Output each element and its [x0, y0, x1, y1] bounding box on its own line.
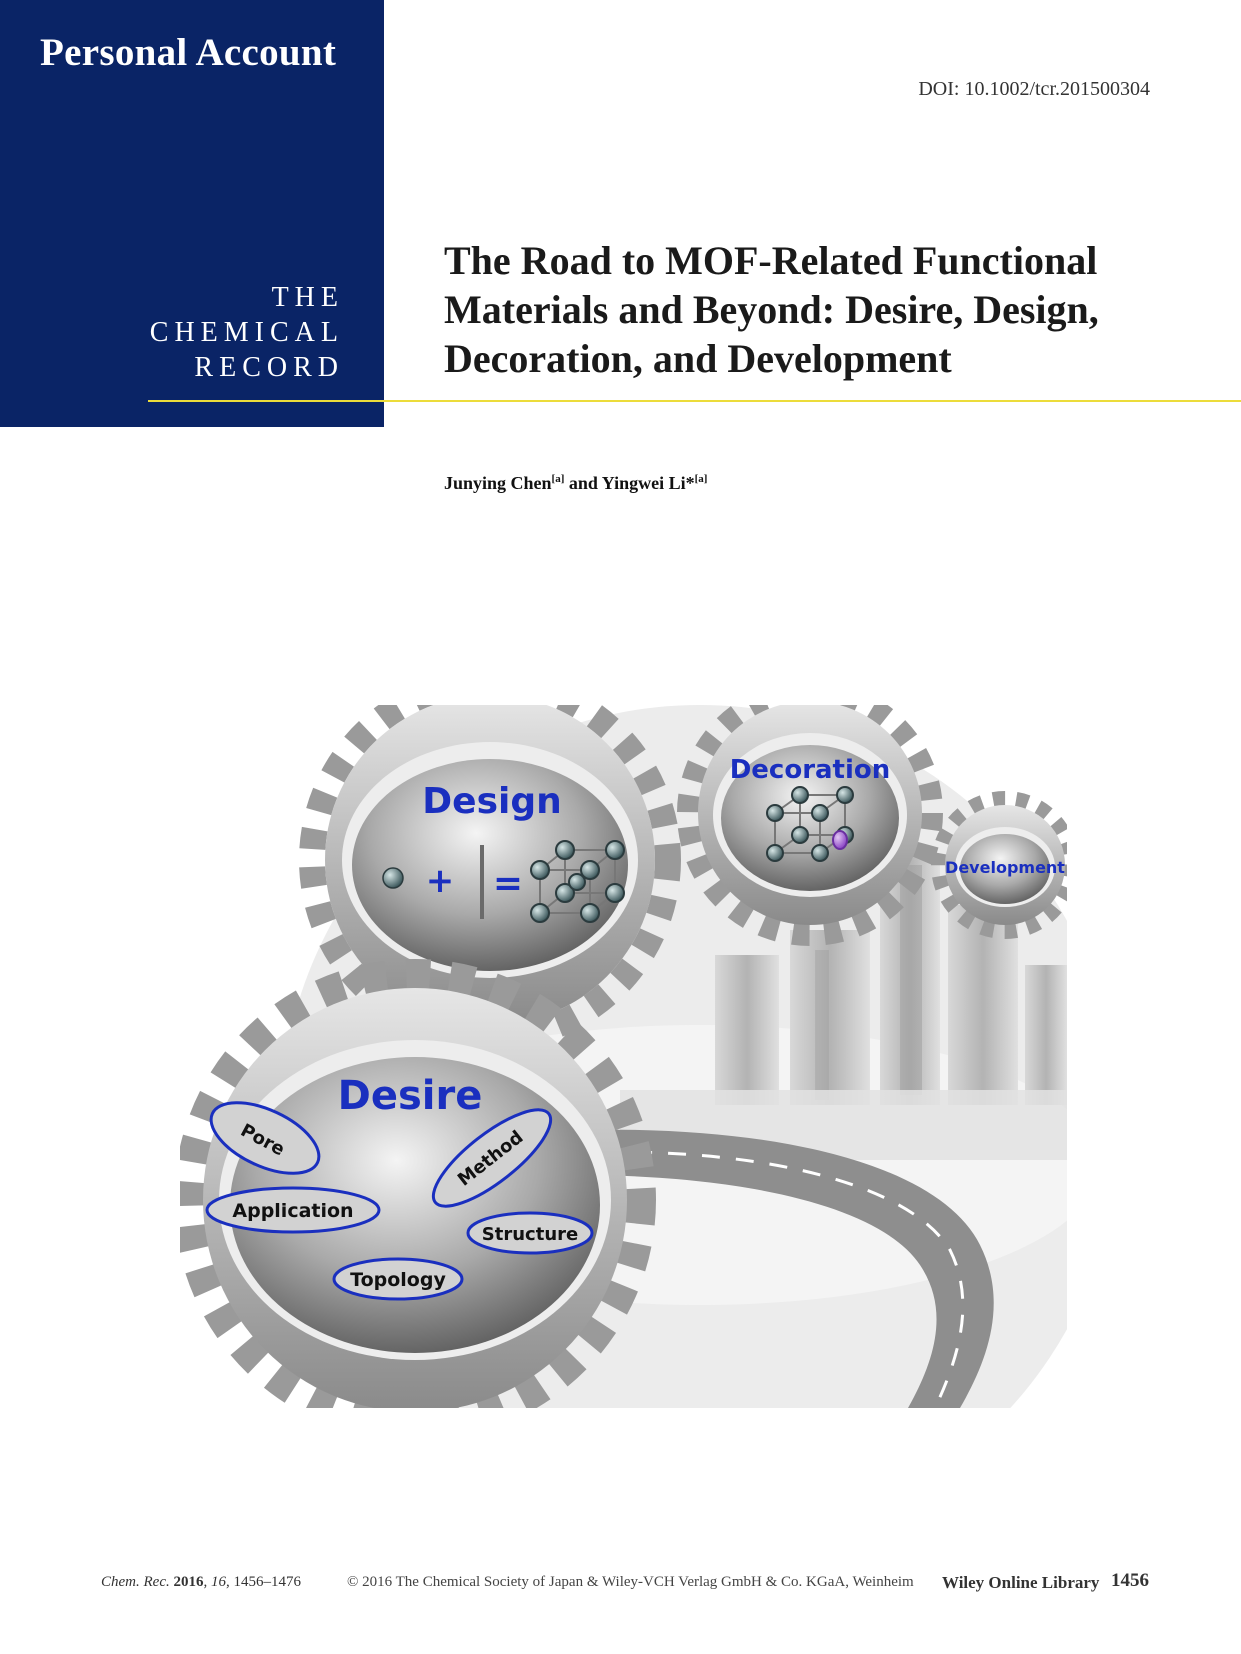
copyright: © 2016 The Chemical Society of Japan & W… — [347, 1574, 914, 1590]
cloud-label: Application — [232, 1200, 353, 1222]
page-footer: Chem. Rec. 2016, 16, 1456–1476 © 2016 Th… — [0, 1570, 1241, 1596]
equals-symbol: = — [493, 863, 523, 904]
doi[interactable]: DOI: 10.1002/tcr.201500304 — [918, 78, 1150, 100]
gear-label-desire: Desire — [338, 1073, 483, 1119]
cloud-label: Topology — [350, 1269, 446, 1291]
mof-cube-icon — [530, 840, 625, 923]
graphical-abstract-art: Design + = Decoration — [180, 705, 1067, 1408]
citation-year: 2016 — [173, 1574, 204, 1590]
graphical-abstract: Design + = Decoration — [180, 705, 1067, 1408]
header-rule — [148, 400, 1241, 402]
citation: Chem. Rec. 2016, 16, 1456–1476 — [101, 1574, 301, 1590]
cloud-application: Application — [205, 1186, 381, 1234]
gear-label-development: Development — [945, 858, 1065, 877]
journal-name-line: THE — [271, 282, 344, 313]
decorated-cube-icon — [766, 786, 854, 862]
author-list: Junying Chen[a] and Yingwei Li*[a] — [444, 473, 707, 494]
gear-label-design: Design — [422, 781, 561, 822]
title-line: Decoration, and Development — [444, 336, 952, 381]
cloud-pore: Pore — [209, 1101, 321, 1175]
journal-abbrev: Chem. Rec. — [101, 1574, 170, 1590]
gear-development: Development — [931, 791, 1067, 939]
author-separator: and — [564, 473, 602, 493]
gear-label-decoration: Decoration — [730, 755, 891, 785]
plus-symbol: + — [426, 861, 455, 901]
journal-name-line: RECORD — [194, 352, 344, 383]
road — [575, 1129, 994, 1408]
atom-node — [382, 867, 404, 889]
journal-name: THE CHEMICAL RECORD — [150, 280, 344, 385]
affiliation-mark: [a] — [551, 473, 565, 485]
author-name: Junying Chen — [444, 473, 552, 493]
journal-banner: Personal Account THE CHEMICAL RECORD — [0, 0, 384, 427]
gear-decoration: Decoration — [677, 705, 943, 946]
gear-desire: Desire Pore Method Application Structure… — [180, 959, 656, 1408]
section-label: Personal Account — [40, 31, 337, 74]
cloud-structure: Structure — [466, 1211, 594, 1255]
wiley-online-library-link[interactable]: Wiley Online Library — [942, 1573, 1100, 1592]
author-name: Yingwei Li* — [601, 473, 695, 493]
title-line: Materials and Beyond: Desire, Design, — [444, 287, 1099, 332]
cloud-topology: Topology — [332, 1257, 464, 1301]
title-line: The Road to MOF-Related Functional — [444, 238, 1098, 283]
article-title: The Road to MOF-Related Functional Mater… — [444, 236, 1204, 383]
journal-name-line: CHEMICAL — [149, 317, 344, 348]
cloud-label: Structure — [482, 1224, 578, 1245]
citation-pages: 1456–1476 — [233, 1574, 301, 1590]
affiliation-mark: [a] — [694, 473, 708, 485]
page-number: 1456 — [1111, 1570, 1149, 1591]
citation-volume: 16 — [210, 1574, 226, 1590]
